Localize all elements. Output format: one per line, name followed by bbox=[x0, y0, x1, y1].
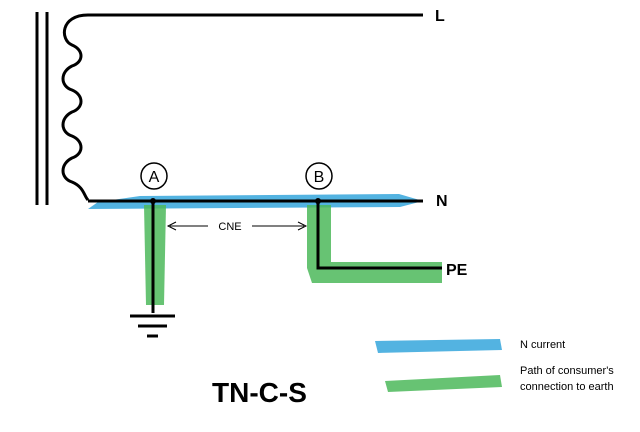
legend-label-n-current: N current bbox=[520, 339, 565, 351]
cne-label: CNE bbox=[218, 221, 241, 233]
label-n: N bbox=[436, 193, 448, 210]
cne-arrow-head-right bbox=[297, 221, 308, 231]
junction-dot-b bbox=[315, 198, 321, 204]
cne-arrow-head-left bbox=[166, 221, 177, 231]
legend-label-earth-path-line2: connection to earth bbox=[520, 381, 614, 393]
legend-swatch-n-current bbox=[375, 339, 502, 353]
label-l: L bbox=[435, 8, 445, 25]
pe-conductor bbox=[316, 201, 442, 270]
earth-path-highlight-b bbox=[307, 205, 442, 283]
node-b-label: B bbox=[314, 169, 325, 186]
node-a-label: A bbox=[149, 169, 160, 186]
earth-path-highlight-a bbox=[144, 205, 166, 305]
node-b-circle bbox=[305, 162, 333, 190]
legend-swatch-earth-path bbox=[385, 375, 502, 392]
junction-dot-a bbox=[150, 198, 156, 204]
diagram-title: TN-C-S bbox=[212, 377, 307, 408]
label-pe: PE bbox=[446, 262, 468, 279]
legend-label-earth-path-line1: Path of consumer's bbox=[520, 365, 614, 377]
node-a-circle bbox=[140, 162, 168, 190]
transformer-winding bbox=[61, 13, 90, 202]
